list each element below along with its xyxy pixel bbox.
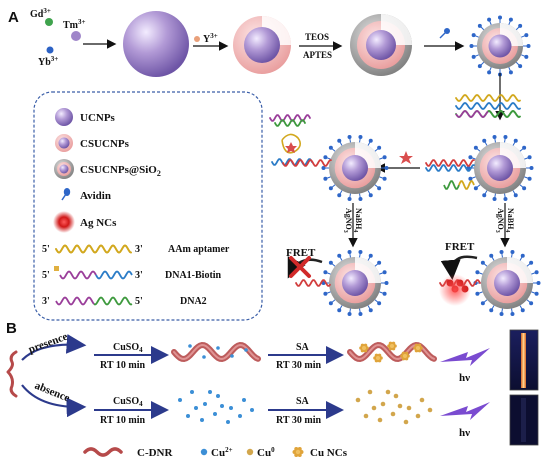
legend-csucnp-icon xyxy=(55,134,73,152)
cdnr-start-icon xyxy=(6,350,18,398)
row2-rt30: RT 30 min xyxy=(276,415,321,426)
fret-blocked-x-icon xyxy=(289,256,311,278)
dna-set-top xyxy=(455,94,521,118)
legend-dna2-5: 5' xyxy=(135,296,143,307)
y-ion xyxy=(194,36,200,42)
teos-label: TEOS xyxy=(305,32,329,42)
gd-ion xyxy=(45,18,53,26)
legend-dna2-3: 3' xyxy=(42,296,50,307)
csucnp-cutaway xyxy=(233,16,291,74)
fret-label-right: FRET xyxy=(445,241,475,253)
legend-agnc-icon xyxy=(53,211,75,233)
tm-label: Tm3+ xyxy=(63,18,86,31)
hv-bolt-icon-1 xyxy=(440,348,490,366)
aam-star-icon xyxy=(399,151,413,164)
particle-dna-right xyxy=(425,134,534,202)
particle-dna-left xyxy=(282,134,389,202)
legend: UCNPs CSUCNPs CSUCNPs@SiO2 Avidin Ag NCs… xyxy=(42,108,230,307)
panel-a-label: A xyxy=(8,9,19,26)
tm-ion xyxy=(71,31,81,41)
legend-ucnps: UCNPs xyxy=(80,112,116,124)
gd-label: Gd3+ xyxy=(30,7,51,20)
yb-ion xyxy=(46,46,54,54)
presence-arrow xyxy=(21,334,87,361)
ucnp-sphere xyxy=(123,11,189,77)
row1-cuso4: CuSO4 xyxy=(113,342,143,354)
agno3-left: AgNO3 xyxy=(342,208,353,233)
row2-cuso4: CuSO4 xyxy=(113,396,143,408)
absence-label: absence xyxy=(33,380,72,405)
fret-arrow-left xyxy=(287,256,323,279)
legend-csucnp-sio2-icon xyxy=(54,159,74,179)
agnc-glow-icon xyxy=(439,274,471,306)
row2-cu0-scatter xyxy=(355,389,433,425)
legend-csucnps: CSUCNPs xyxy=(80,138,130,150)
legend-dna1-5: 5' xyxy=(42,270,50,281)
legend-dna1-wave xyxy=(59,270,133,280)
particle-fret-active xyxy=(439,249,541,317)
row2-sa: SA xyxy=(296,396,310,407)
hv-label-2: hν xyxy=(459,427,470,439)
row1-sa: SA xyxy=(296,342,310,353)
legend-cu0: Cu0 xyxy=(257,446,275,459)
legend-avidin: Avidin xyxy=(80,190,111,202)
fret-arrow-right xyxy=(440,255,478,280)
legend-cunc-icon xyxy=(292,446,304,458)
legend-cu2-icon xyxy=(200,448,208,456)
legend-aam-wave xyxy=(55,244,132,254)
row1-rt10: RT 10 min xyxy=(100,360,145,371)
avidin-icon xyxy=(439,28,450,39)
hv-bolt-icon-2 xyxy=(440,402,490,420)
particle-fret-blocked xyxy=(295,249,389,317)
legend-cu0-icon xyxy=(246,448,254,456)
legend-aam: AAm aptamer xyxy=(168,244,230,255)
row2-cu2-scatter xyxy=(178,390,254,424)
legend-agncs: Ag NCs xyxy=(80,217,117,229)
avidin-particle-1 xyxy=(469,15,531,77)
legend-aam-3: 3' xyxy=(135,244,143,255)
row1-rt30: RT 30 min xyxy=(276,360,321,371)
legend-dna2-wave xyxy=(55,296,133,306)
legend-dna1-3: 3' xyxy=(135,270,143,281)
legend-ucnp-icon xyxy=(55,108,73,126)
presence-label: presence xyxy=(27,331,69,356)
fret-label-left: FRET xyxy=(286,247,316,259)
row2-rt10: RT 10 min xyxy=(100,415,145,426)
lanthanide-ions: Gd3+ Tm3+ Yb3+ xyxy=(30,7,86,68)
legend-aam-5: 5' xyxy=(42,244,50,255)
legend-box xyxy=(33,91,263,321)
cuvette-strip-absence xyxy=(509,394,539,446)
legend-dna2: DNA2 xyxy=(180,296,207,307)
aptes-label: APTES xyxy=(303,50,332,60)
legend-dna1: DNA1-Biotin xyxy=(165,270,222,281)
panel-b-label: B xyxy=(6,320,17,337)
legend-avidin-icon xyxy=(61,188,71,201)
csucnp-sio2-cutaway xyxy=(350,14,412,76)
legend-cu2: Cu2+ xyxy=(211,446,233,459)
nabh4-right: NaBH4 xyxy=(504,208,515,232)
legend-csucnps-sio2: CSUCNPs@SiO2 xyxy=(80,164,161,178)
legend-cdnr: C-DNR xyxy=(137,447,173,459)
legend-cdnr-icon xyxy=(83,447,123,457)
absence-arrow xyxy=(21,384,87,418)
nabh4-left: NaBH4 xyxy=(352,208,363,232)
agno3-right: AgNO3 xyxy=(494,208,505,233)
y-label: Y3+ xyxy=(203,32,218,45)
panel-b-legend: C-DNR Cu2+ Cu0 Cu NCs xyxy=(83,446,348,459)
cuvette-strip-presence xyxy=(509,329,539,391)
legend-biotin-icon xyxy=(54,266,59,271)
legend-cuncs: Cu NCs xyxy=(310,447,348,459)
yb-label: Yb3+ xyxy=(38,55,58,68)
row1-cdnr-cuncs xyxy=(347,341,437,363)
row1-cdnr-cu2 xyxy=(171,341,261,363)
released-complex xyxy=(269,114,313,166)
hv-label-1: hν xyxy=(459,372,470,384)
